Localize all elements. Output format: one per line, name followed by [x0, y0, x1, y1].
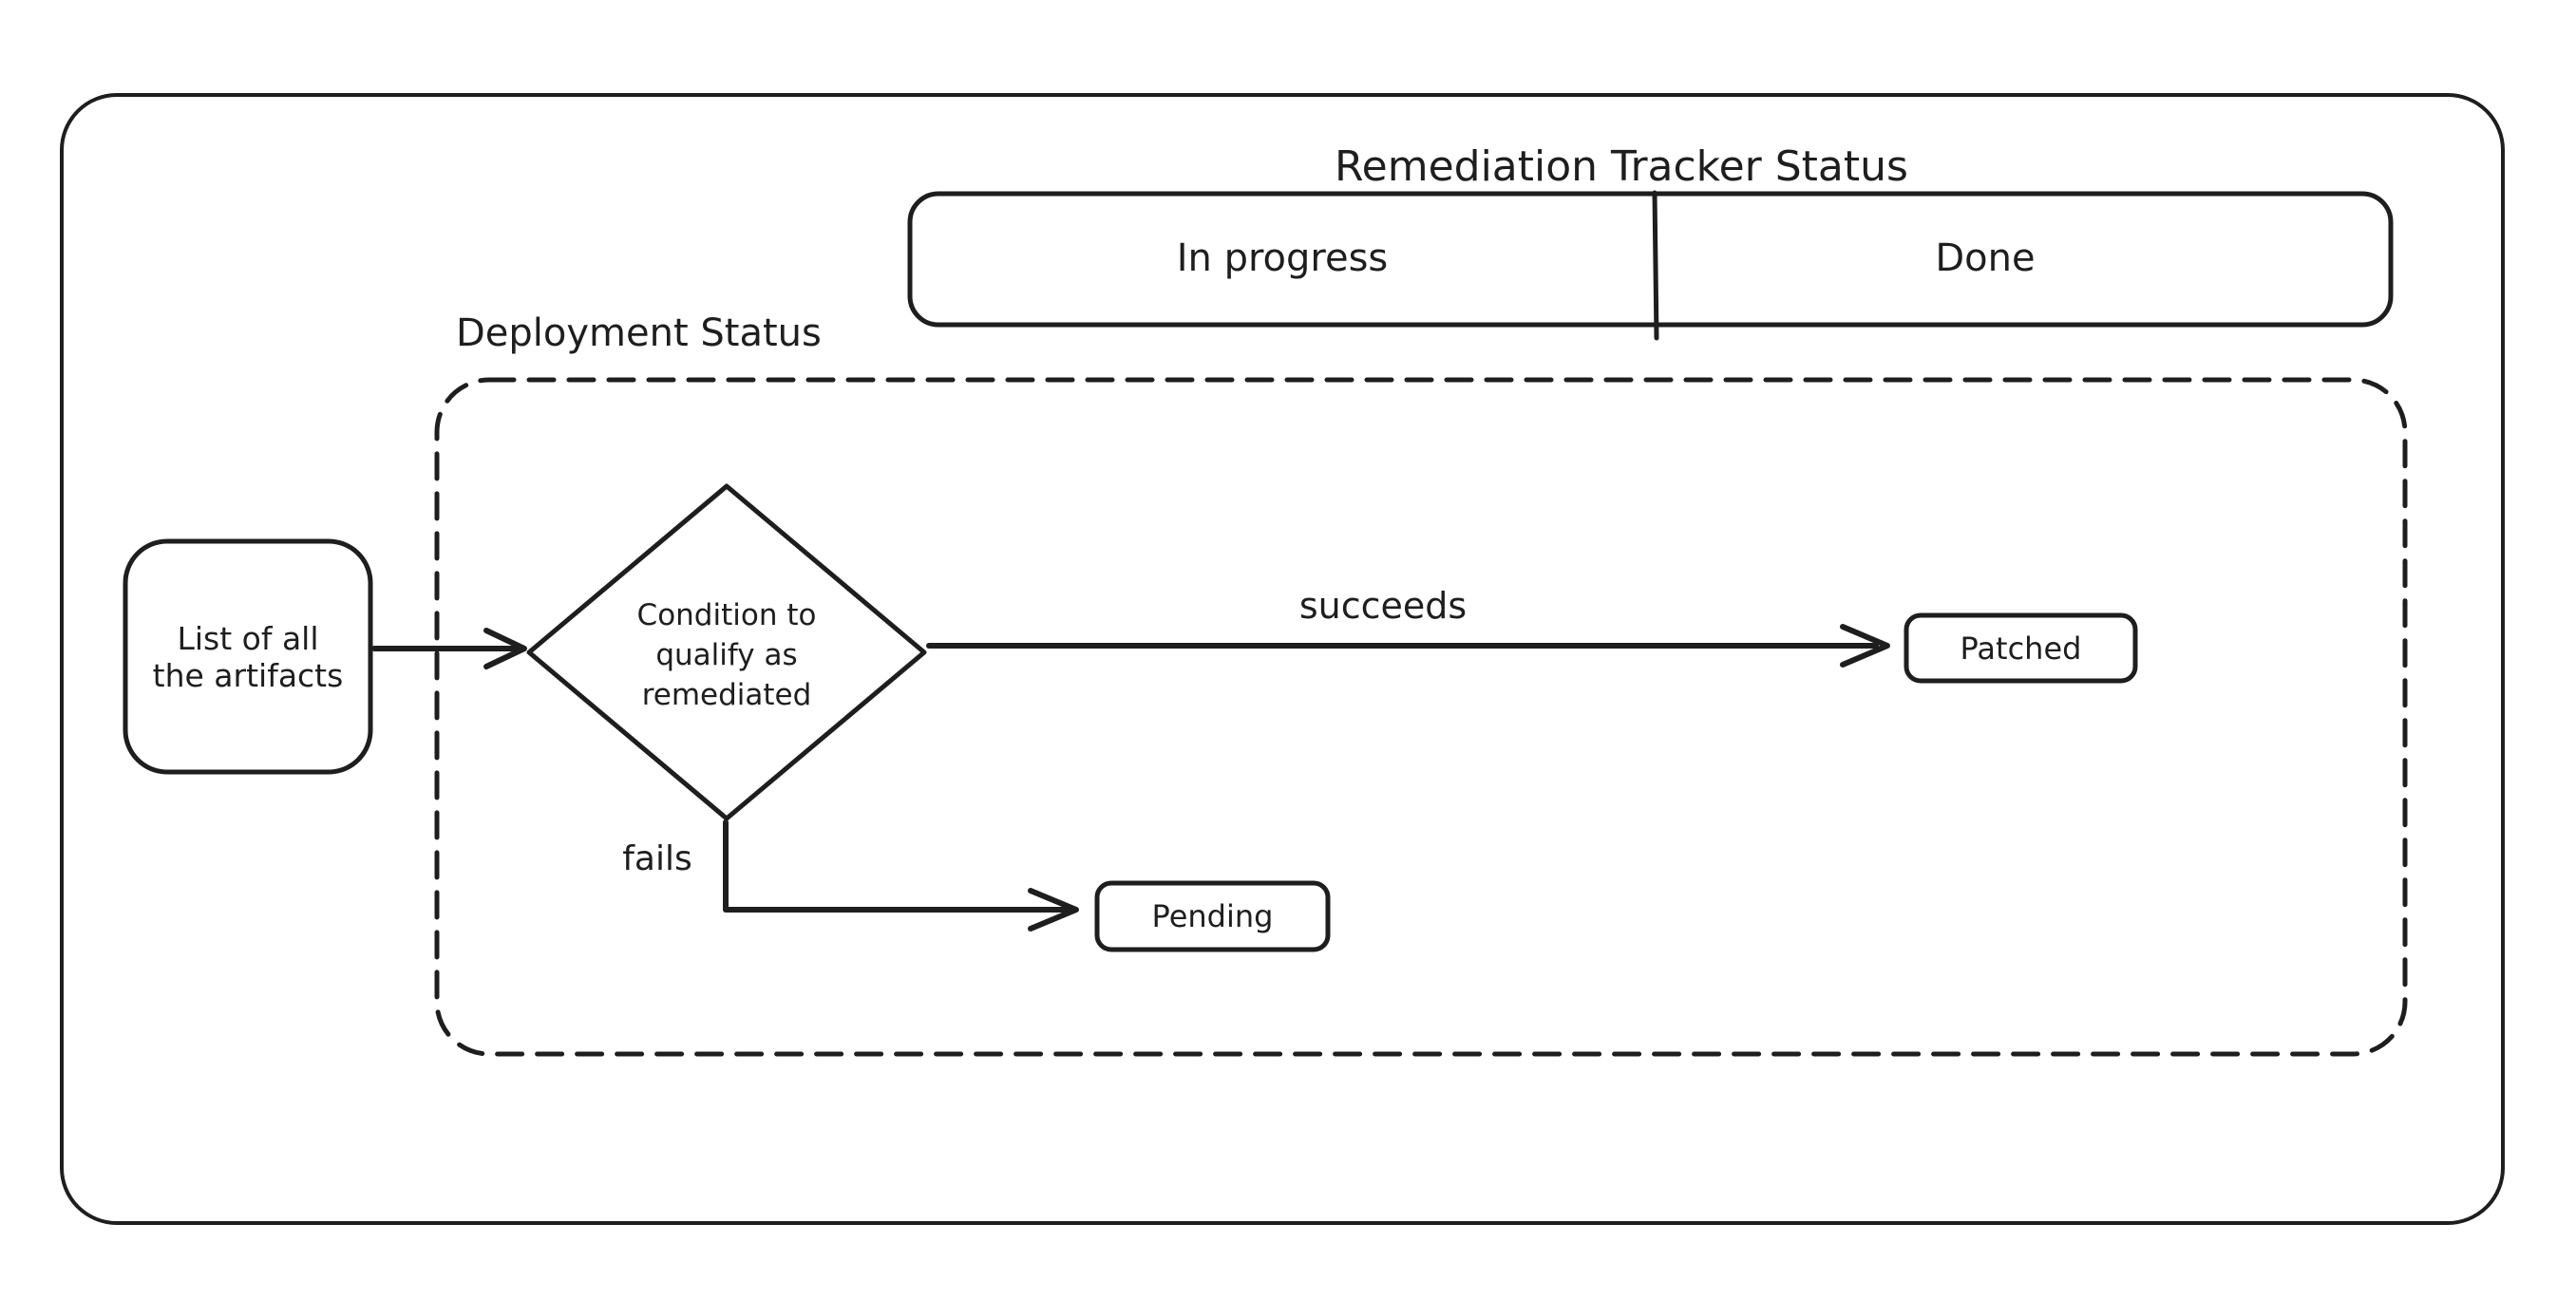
deployment-status-group-shape — [434, 377, 2408, 1057]
condition-node-label-line1: Condition to — [636, 598, 817, 632]
artifacts-node-label-line1: List of all — [177, 619, 319, 657]
patched-node-label: Patched — [1960, 630, 2082, 667]
condition-diamond-shape — [526, 483, 927, 821]
pending-node-shape — [1094, 880, 1331, 952]
patched-node-shape — [1904, 612, 2138, 684]
condition-node-label-line3: remediated — [641, 678, 812, 712]
tracker-cell-done-label: Done — [1935, 236, 2036, 280]
diagram-title: Remediation Tracker Status — [1335, 142, 1908, 191]
tracker-cell-in-progress-label: In progress — [1176, 236, 1389, 280]
condition-node-label-line2: qualify as — [655, 638, 798, 672]
artifacts-node-label: List of all the artifacts — [125, 541, 370, 772]
pending-node-label: Pending — [1151, 898, 1274, 934]
artifacts-node-label-line2: the artifacts — [152, 656, 344, 694]
artifacts-node-shape — [123, 538, 373, 775]
outer-container-shape — [60, 93, 2505, 1225]
arrow-condition-to-pending — [723, 819, 1079, 932]
tracker-bar-divider — [1652, 190, 1659, 341]
succeeds-edge-label: succeeds — [1298, 585, 1468, 627]
condition-node-label: Condition to qualify as remediated — [637, 595, 817, 715]
deployment-status-label: Deployment Status — [456, 311, 822, 355]
arrow-condition-to-patched — [926, 624, 1890, 668]
fails-edge-label: fails — [622, 839, 692, 878]
arrow-artifacts-to-condition — [371, 628, 527, 669]
remediation-tracker-bar-shape — [907, 191, 2394, 328]
